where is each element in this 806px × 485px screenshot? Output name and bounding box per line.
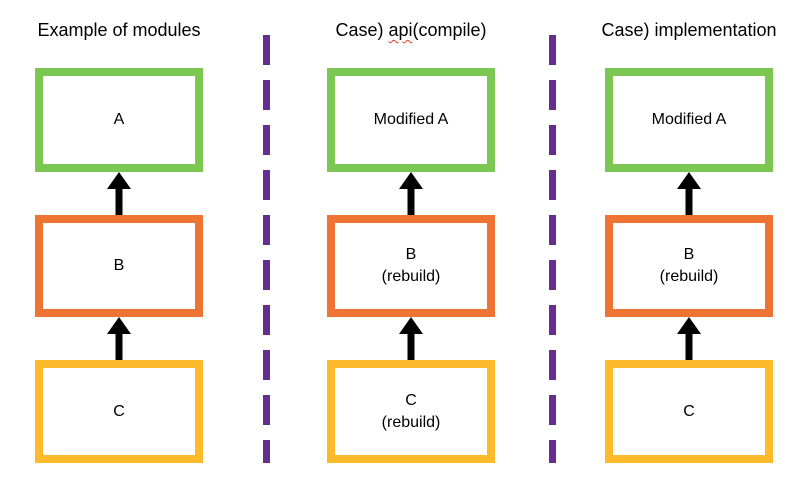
module-box-modified-a: Modified A <box>327 68 495 172</box>
module-box-label: B <box>683 246 695 263</box>
up-arrow-icon <box>399 172 423 215</box>
module-box-label: (rebuild) <box>659 268 719 285</box>
column-title: Case) implementation <box>601 20 777 40</box>
up-arrow-icon <box>677 317 701 360</box>
title-text: (compile) <box>412 20 487 40</box>
module-box-c-rebuild: C (rebuild) <box>327 360 495 463</box>
module-box-modified-a: Modified A <box>605 68 773 172</box>
module-box-b-rebuild: B (rebuild) <box>327 215 495 317</box>
column-title: Case) api(compile) <box>335 19 486 41</box>
up-arrow-icon <box>677 172 701 215</box>
module-box-label: C <box>113 402 125 420</box>
module-box-label: C <box>683 402 695 420</box>
up-arrow-icon <box>399 317 423 360</box>
module-box-label: B <box>113 257 125 274</box>
column-case-api-compile: Case) api(compile) Modified A B (rebuild… <box>327 0 495 485</box>
up-arrow-icon <box>107 172 131 215</box>
title-misspelled-word: api <box>388 20 413 40</box>
column-title: Example of modules <box>37 20 201 40</box>
module-box-label: Modified A <box>373 111 449 128</box>
module-box-label: (rebuild) <box>381 268 441 285</box>
module-box-label: (rebuild) <box>381 413 441 431</box>
module-box-a: A <box>35 68 203 172</box>
module-box-label: A <box>113 111 125 128</box>
dashed-divider <box>263 35 270 463</box>
module-box-label: B <box>405 246 417 263</box>
column-case-implementation: Case) implementation Modified A B (rebui… <box>601 0 777 485</box>
dashed-divider <box>549 35 556 463</box>
module-box-c: C <box>35 360 203 463</box>
module-box-b-rebuild: B (rebuild) <box>605 215 773 317</box>
module-box-label: Modified A <box>651 111 727 128</box>
module-box-c: C <box>605 360 773 463</box>
title-text: Case) <box>335 20 389 40</box>
column-example-of-modules: Example of modules A B C <box>35 0 203 485</box>
up-arrow-icon <box>107 317 131 360</box>
module-box-b: B <box>35 215 203 317</box>
module-box-label: C <box>405 391 417 409</box>
